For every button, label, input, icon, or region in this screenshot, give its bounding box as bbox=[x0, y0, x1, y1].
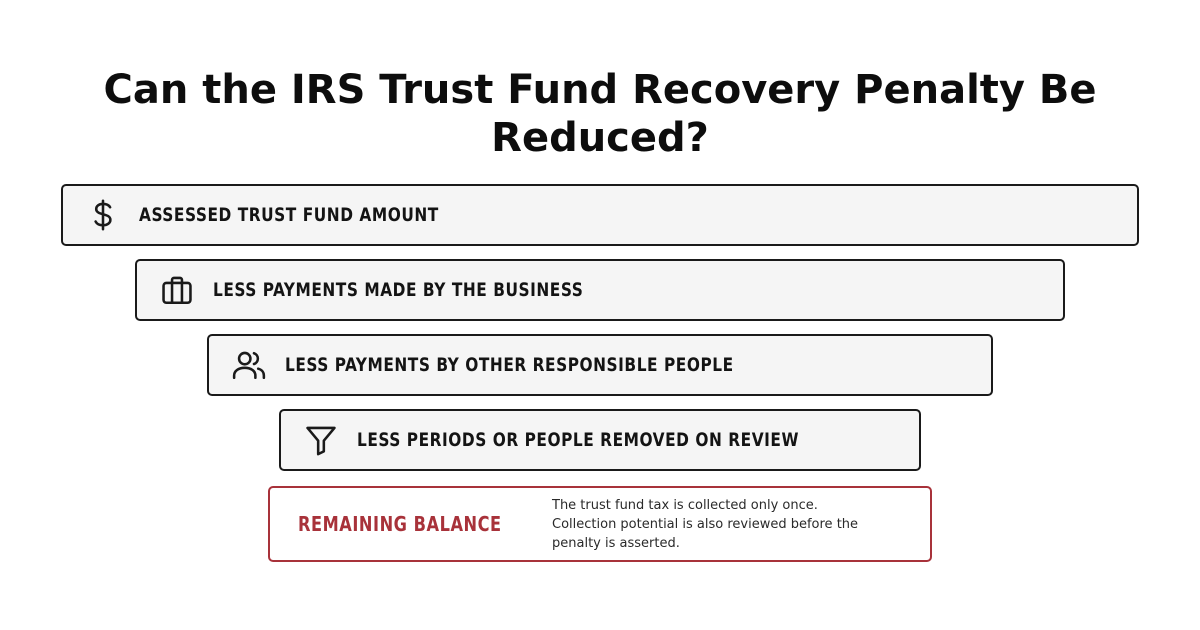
dollar-icon bbox=[85, 197, 121, 233]
step-other-people-payments: LESS PAYMENTS BY OTHER RESPONSIBLE PEOPL… bbox=[207, 334, 993, 396]
briefcase-icon bbox=[159, 272, 195, 308]
remaining-balance-box: REMAINING BALANCE The trust fund tax is … bbox=[268, 486, 932, 562]
note-line: The trust fund tax is collected only onc… bbox=[552, 497, 818, 513]
page-title: Can the IRS Trust Fund Recovery Penalty … bbox=[103, 67, 1097, 161]
step-review-removals: LESS PERIODS OR PEOPLE REMOVED ON REVIEW bbox=[279, 409, 921, 471]
remaining-balance-label: REMAINING BALANCE bbox=[298, 512, 502, 536]
step-label: LESS PERIODS OR PEOPLE REMOVED ON REVIEW bbox=[357, 429, 799, 451]
funnel-icon bbox=[303, 422, 339, 458]
step-business-payments: LESS PAYMENTS MADE BY THE BUSINESS bbox=[135, 259, 1065, 321]
remaining-balance-note: The trust fund tax is collected only onc… bbox=[552, 496, 912, 553]
users-icon bbox=[231, 347, 267, 383]
step-label: LESS PAYMENTS MADE BY THE BUSINESS bbox=[213, 279, 584, 301]
note-line: Collection potential is also reviewed be… bbox=[552, 516, 859, 532]
step-label: LESS PAYMENTS BY OTHER RESPONSIBLE PEOPL… bbox=[285, 354, 734, 376]
note-line: penalty is asserted. bbox=[552, 535, 680, 551]
step-assessed-amount: ASSESSED TRUST FUND AMOUNT bbox=[61, 184, 1139, 246]
step-label: ASSESSED TRUST FUND AMOUNT bbox=[139, 204, 439, 226]
